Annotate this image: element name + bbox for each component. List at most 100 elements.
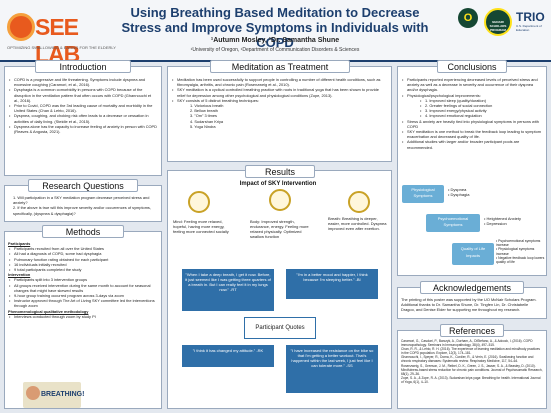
- uo-logo-icon: O: [458, 8, 478, 28]
- poster-header: SEE LAB OPTIMIZING SWALLOWING & EATING F…: [0, 0, 551, 67]
- refs-heading: References: [440, 324, 504, 337]
- breath-text: Breath: Breathing is deeper, easier, mor…: [328, 216, 387, 231]
- see-lab-logo-icon: [7, 13, 35, 41]
- ref-item: Caramori, G., Casolari, P., Barczyk, A.,…: [401, 339, 533, 348]
- quote-1: "When I take a deep breath, I get it now…: [182, 269, 274, 311]
- body-icon: [269, 189, 291, 211]
- refs-section: Caramori, G., Casolari, P., Barczyk, A.,…: [397, 330, 547, 409]
- results-section: Impact of SKY Intervention Mind: Feeling…: [167, 170, 392, 409]
- rq-heading: Research Questions: [28, 179, 138, 192]
- qual-label: Phenomenological qualitative methodology: [8, 308, 89, 314]
- intro-heading: Introduction: [35, 60, 131, 73]
- breathing-illustration: BREATHING!: [23, 382, 85, 408]
- see-lab-logo: SEE LAB OPTIMIZING SWALLOWING & EATING F…: [5, 8, 116, 67]
- quotes-center: Participant Quotes: [244, 317, 316, 339]
- conclusions-item: Physiological/psychological improvements…: [401, 93, 543, 98]
- qol-item: • Physiological symptoms increase: [496, 247, 535, 256]
- ref-item: Chan, R. R., & Lehto, R. H. (2016). The …: [401, 347, 541, 356]
- technique-item: 3. "Om" 3 times: [190, 113, 217, 119]
- meditation-list: Meditation has been used successfully to…: [168, 67, 391, 103]
- flow-physiological: Physiological Symptoms: [402, 185, 444, 203]
- person-icon: [26, 386, 40, 400]
- intro-item: Prior to Covid, COPD was the 3rd leading…: [8, 103, 157, 113]
- mcnair-logo-icon: McNAIR SCHOLARS PROGRAM: [484, 8, 512, 36]
- methods-body: Participants Participants recruited from…: [5, 232, 161, 319]
- physio-item: • Dysphagia: [448, 192, 470, 197]
- quote-4: "I have increased the resistance on the …: [286, 345, 378, 393]
- qual-list: Interviews conducted through zoom by stu…: [8, 314, 157, 319]
- ack-heading: Acknowledgements: [420, 281, 524, 294]
- conclusions-heading: Conclusions: [437, 60, 507, 73]
- refs-list: Caramori, G., Casolari, P., Barczyk, A.,…: [398, 331, 546, 384]
- results-heading: Results: [245, 165, 315, 178]
- technique-item: 5. Yoga Nindra: [190, 123, 216, 129]
- conclusions-list: Participants reported experiencing decre…: [401, 77, 543, 150]
- intervention-list: Participants split into 3 intervention g…: [8, 277, 157, 308]
- qol-list: • Psychoemotional symptoms increase • Ph…: [496, 239, 546, 264]
- participants-list: Participants recruited from all over the…: [8, 246, 157, 272]
- intervention-item: Participants split into 3 intervention g…: [8, 277, 157, 282]
- improvements-list: 1. Improved sleep (quality/duration) 2. …: [401, 98, 543, 119]
- meditation-heading: Meditation as Treatment: [210, 60, 350, 73]
- quote-3: "I think it has changed my attitude." -R…: [182, 345, 274, 367]
- intro-section: COPD is a progressive and life threateni…: [4, 66, 162, 176]
- technique-item: 4. Sudarshan Kriya: [190, 118, 224, 124]
- participants-item: Participants recruited from all over the…: [8, 246, 157, 251]
- see-lab-tagline: OPTIMIZING SWALLOWING & EATING FOR THE E…: [7, 45, 116, 50]
- rq-list: 1. Will participation in a SKY mediation…: [5, 186, 161, 216]
- impact-title: Impact of SKY Intervention: [239, 181, 317, 187]
- participants-label: Participants: [8, 241, 31, 246]
- improvements-item: 1. Improved sleep (quality/duration): [419, 98, 543, 103]
- meditation-item: Meditation has been used successfully to…: [171, 77, 387, 87]
- qol-item: • Negative feedback loop lowers quality …: [496, 255, 545, 265]
- quote-2: "I'm in a better mood and happier, I thi…: [286, 269, 378, 299]
- ref-item: Rosenzweig, S., Greeson, J. M., Reibel, …: [401, 363, 543, 376]
- improvements-item: 4. Improved emotional regulation: [419, 113, 543, 118]
- intervention-item: All groups received intervention during …: [8, 283, 157, 293]
- flow-quality-of-life: Quality of Life Impacts: [452, 243, 494, 265]
- participants-item: Pulmonary function rating obtained for e…: [8, 257, 157, 262]
- improvements-item: 3. Improved energy/physical activity: [419, 108, 543, 113]
- intervention-label: Intervention: [8, 272, 31, 278]
- methods-heading: Methods: [42, 225, 124, 238]
- qual-item: Interviews conducted through zoom by stu…: [8, 314, 157, 319]
- ref-item: Ghannouchi, I., Speyer, R., Doma, K., Co…: [401, 355, 534, 364]
- mind-icon: [188, 191, 210, 213]
- flow-psychoemotional: Psychoemotional Symptoms: [426, 214, 480, 232]
- physio-list: • Dyspnea • Dysphagia: [448, 187, 469, 197]
- participants-item: 9 total participants completed the study: [8, 267, 157, 272]
- physio-item: • Dyspnea: [448, 187, 467, 192]
- ref-item: Zope, S. A., & Zope, R. A. (2013). Sudar…: [401, 375, 541, 384]
- psycho-item: • Depression: [484, 221, 507, 226]
- mind-text: Mind: Feeling more relaxed, hopeful, hav…: [173, 219, 229, 234]
- technique-list: 1. Victorious breath 2. Bellow breath 3.…: [168, 103, 391, 129]
- body-text: Body: Improved strength, endurance, ener…: [250, 219, 309, 239]
- rq-item: 2. If the above is true will this improv…: [13, 205, 151, 216]
- breathing-illustration-text: BREATHING!: [41, 391, 85, 398]
- meditation-item: SKY meditation is a cyclical controlled …: [171, 87, 387, 97]
- conclusions-item: Stress & anxiety are heavily tied into p…: [401, 119, 543, 129]
- intro-item: COPD is a progressive and life threateni…: [8, 77, 157, 87]
- conclusions-body: Participants reported experiencing decre…: [398, 67, 546, 150]
- intro-item: Dyspnea alone has the capacity to increa…: [8, 124, 157, 134]
- psycho-item: • Heightened Anxiety: [484, 216, 521, 221]
- poster-title: Using Breathing Based Meditation to Decr…: [121, 5, 429, 50]
- intervention-item: 9-hour group training occurred program a…: [8, 293, 157, 298]
- improvements-item: 2. Greater feelings of social connection: [419, 103, 543, 108]
- conclusions-item: SKY meditation is one method to break th…: [401, 129, 543, 139]
- psycho-list: • Heightened Anxiety • Depression: [484, 216, 521, 226]
- conclusions-item: Participants reported experiencing decre…: [401, 77, 543, 93]
- see-lab-logo-text: SEE LAB: [35, 14, 80, 67]
- qol-item: • Psychoemotional symptoms increase: [496, 239, 541, 248]
- participants-item: 16 individuals initially recruited: [8, 262, 157, 267]
- poster-affiliation: ¹University of Oregon, ¹Department of Co…: [190, 47, 360, 53]
- ack-text: The printing of this poster was supporte…: [401, 297, 537, 313]
- intervention-item: Instructor approved through The Art of L…: [8, 298, 157, 308]
- trio-logo-icon: TRIO: [516, 10, 545, 24]
- conclusions-item: Additional studies with larger and/or br…: [401, 139, 543, 149]
- participants-item: All had a diagnosis of COPD, some had dy…: [8, 251, 157, 256]
- meditation-section: Meditation has been used successfully to…: [167, 66, 392, 162]
- technique-item: 2. Bellow breath: [190, 108, 218, 114]
- breath-icon: [348, 191, 370, 213]
